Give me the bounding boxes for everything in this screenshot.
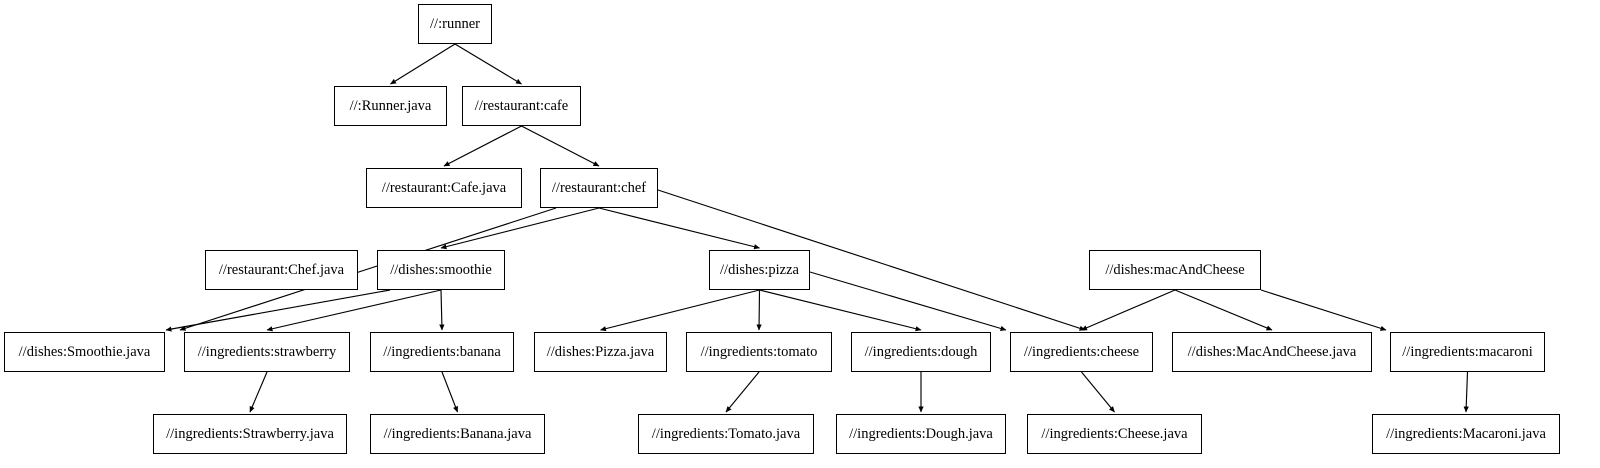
graph-node-label: //dishes:MacAndCheese.java [1187, 343, 1357, 360]
graph-node-label: //restaurant:Cafe.java [381, 179, 507, 196]
graph-node-label: //ingredients:Macaroni.java [1386, 425, 1546, 442]
graph-node-cafe-java[interactable]: //restaurant:Cafe.java [366, 168, 522, 208]
graph-node-label: //ingredients:strawberry [197, 343, 337, 360]
graph-node-ing-banana[interactable]: //ingredients:banana [370, 332, 514, 372]
graph-node-runner[interactable]: //:runner [418, 4, 492, 44]
graph-node-label: //ingredients:tomato [700, 343, 818, 360]
graph-node-restaurant-cafe[interactable]: //restaurant:cafe [462, 86, 581, 126]
graph-node-label: //ingredients:Tomato.java [651, 425, 801, 442]
graph-node-ing-cheese[interactable]: //ingredients:cheese [1010, 332, 1153, 372]
graph-node-cheese-java[interactable]: //ingredients:Cheese.java [1027, 414, 1202, 454]
graph-node-label: //ingredients:Banana.java [383, 425, 532, 442]
graph-node-label: //restaurant:Chef.java [218, 261, 345, 278]
graph-node-dishes-pizza[interactable]: //dishes:pizza [709, 250, 810, 290]
graph-node-label: //dishes:macAndCheese [1105, 261, 1245, 278]
graph-node-label: //:runner [430, 15, 480, 32]
graph-node-label: //ingredients:dough [864, 343, 978, 360]
graph-node-label: //ingredients:banana [383, 343, 501, 360]
graph-node-tomato-java[interactable]: //ingredients:Tomato.java [638, 414, 814, 454]
graph-node-ing-dough[interactable]: //ingredients:dough [851, 332, 991, 372]
graph-node-dishes-macandchee[interactable]: //dishes:macAndCheese [1089, 250, 1261, 290]
graph-node-label: //dishes:smoothie [390, 261, 492, 278]
graph-node-dough-java[interactable]: //ingredients:Dough.java [836, 414, 1006, 454]
graph-node-pizza-java[interactable]: //dishes:Pizza.java [534, 332, 667, 372]
graph-node-dishes-smoothie[interactable]: //dishes:smoothie [377, 250, 505, 290]
graph-node-label: //ingredients:Dough.java [849, 425, 993, 442]
graph-node-label: //ingredients:cheese [1023, 343, 1140, 360]
graph-node-restaurant-chef[interactable]: //restaurant:chef [540, 168, 658, 208]
graph-node-ing-macaroni[interactable]: //ingredients:macaroni [1390, 332, 1545, 372]
graph-node-label: //dishes:pizza [720, 261, 799, 278]
graph-node-label: //restaurant:chef [551, 179, 647, 196]
graph-node-label: //dishes:Smoothie.java [18, 343, 151, 360]
graph-node-ing-strawberry[interactable]: //ingredients:strawberry [184, 332, 350, 372]
graph-node-label: //dishes:Pizza.java [546, 343, 655, 360]
graph-node-label: //ingredients:macaroni [1402, 343, 1533, 360]
graph-node-ing-tomato[interactable]: //ingredients:tomato [686, 332, 832, 372]
graph-node-smoothie-java[interactable]: //dishes:Smoothie.java [4, 332, 165, 372]
graph-node-runner-java[interactable]: //:Runner.java [334, 86, 447, 126]
graph-node-strawberry-java[interactable]: //ingredients:Strawberry.java [153, 414, 347, 454]
graph-node-macandcheese-java[interactable]: //dishes:MacAndCheese.java [1172, 332, 1372, 372]
graph-node-macaroni-java[interactable]: //ingredients:Macaroni.java [1372, 414, 1560, 454]
graph-node-label: //:Runner.java [349, 97, 432, 114]
graph-node-chef-java[interactable]: //restaurant:Chef.java [205, 250, 358, 290]
graph-node-banana-java[interactable]: //ingredients:Banana.java [370, 414, 545, 454]
graph-node-label: //restaurant:cafe [474, 97, 569, 114]
graph-node-label: //ingredients:Strawberry.java [166, 425, 334, 442]
graph-node-label: //ingredients:Cheese.java [1041, 425, 1188, 442]
